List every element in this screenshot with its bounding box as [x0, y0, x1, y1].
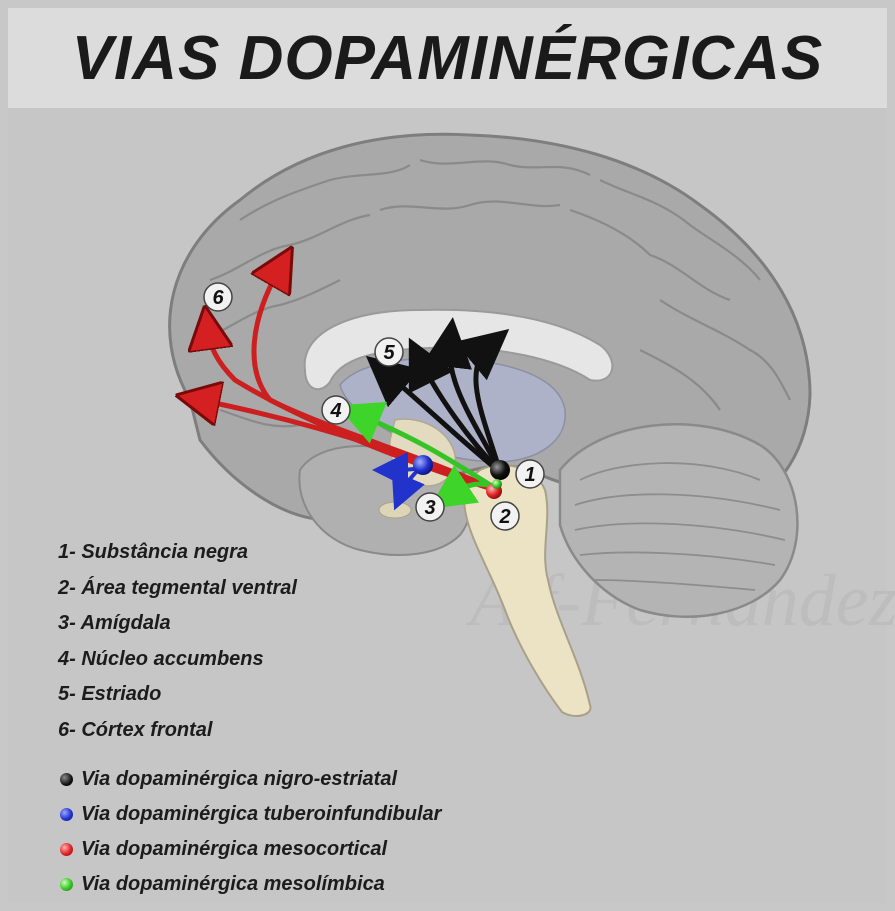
structure-label: 1- Substância negra [58, 541, 249, 563]
marker-1: 1 [515, 459, 545, 489]
svg-text:3: 3 [424, 497, 435, 519]
pathway-label: Via dopaminérgica mesolímbica [81, 873, 385, 895]
marker-6: 6 [203, 282, 233, 312]
red-dot-icon [60, 843, 73, 856]
marker-2: 2 [490, 501, 520, 531]
structures-legend: 1- Substância negra 2- Área tegmental ve… [58, 538, 297, 751]
pathway-label: Via dopaminérgica tuberoinfundibular [81, 803, 442, 825]
pathway-item: Via dopaminérgica nigro-estriatal [60, 762, 441, 797]
title-bar: VIAS DOPAMINÉRGICAS [8, 8, 887, 108]
pathway-label: Via dopaminérgica nigro-estriatal [81, 768, 398, 790]
blue-dot-icon [60, 808, 73, 821]
pathway-item: Via dopaminérgica mesocortical [60, 832, 441, 867]
pathway-item: Via dopaminérgica mesolímbica [60, 867, 441, 902]
tuberoinfundibular [372, 451, 433, 511]
pathway-item: Via dopaminérgica tuberoinfundibular [60, 797, 441, 832]
svg-text:6: 6 [212, 287, 224, 309]
svg-text:2: 2 [498, 506, 510, 528]
svg-text:5: 5 [383, 342, 395, 364]
marker-4: 4 [321, 395, 351, 425]
brainstem [463, 464, 592, 717]
page-title: VIAS DOPAMINÉRGICAS [71, 23, 824, 93]
corpus-callosum [303, 308, 614, 391]
structure-label: 2- Área tegmental ventral [58, 576, 297, 599]
substantia-nigra-dot [490, 460, 510, 480]
vta-green-dot [492, 479, 502, 489]
nigrostriatal-arrows [365, 317, 510, 475]
structure-label: 4- Núcleo accumbens [58, 647, 264, 670]
green-dot-icon [60, 878, 73, 891]
amygdala-shape [378, 501, 412, 519]
pathways-legend: Via dopaminérgica nigro-estriatal Via do… [60, 762, 441, 902]
cerebellum [558, 423, 799, 618]
marker-5: 5 [374, 337, 404, 367]
structure-label: 5- Estriado [58, 683, 162, 705]
marker-3: 3 [415, 492, 445, 522]
black-dot-icon [60, 773, 73, 786]
pathway-label: Via dopaminérgica mesocortical [81, 838, 388, 860]
structure-label: 6- Córtex frontal [58, 718, 213, 741]
svg-text:4: 4 [329, 400, 341, 422]
structure-label: 3- Amígdala [58, 612, 171, 634]
svg-text:1: 1 [524, 464, 535, 486]
